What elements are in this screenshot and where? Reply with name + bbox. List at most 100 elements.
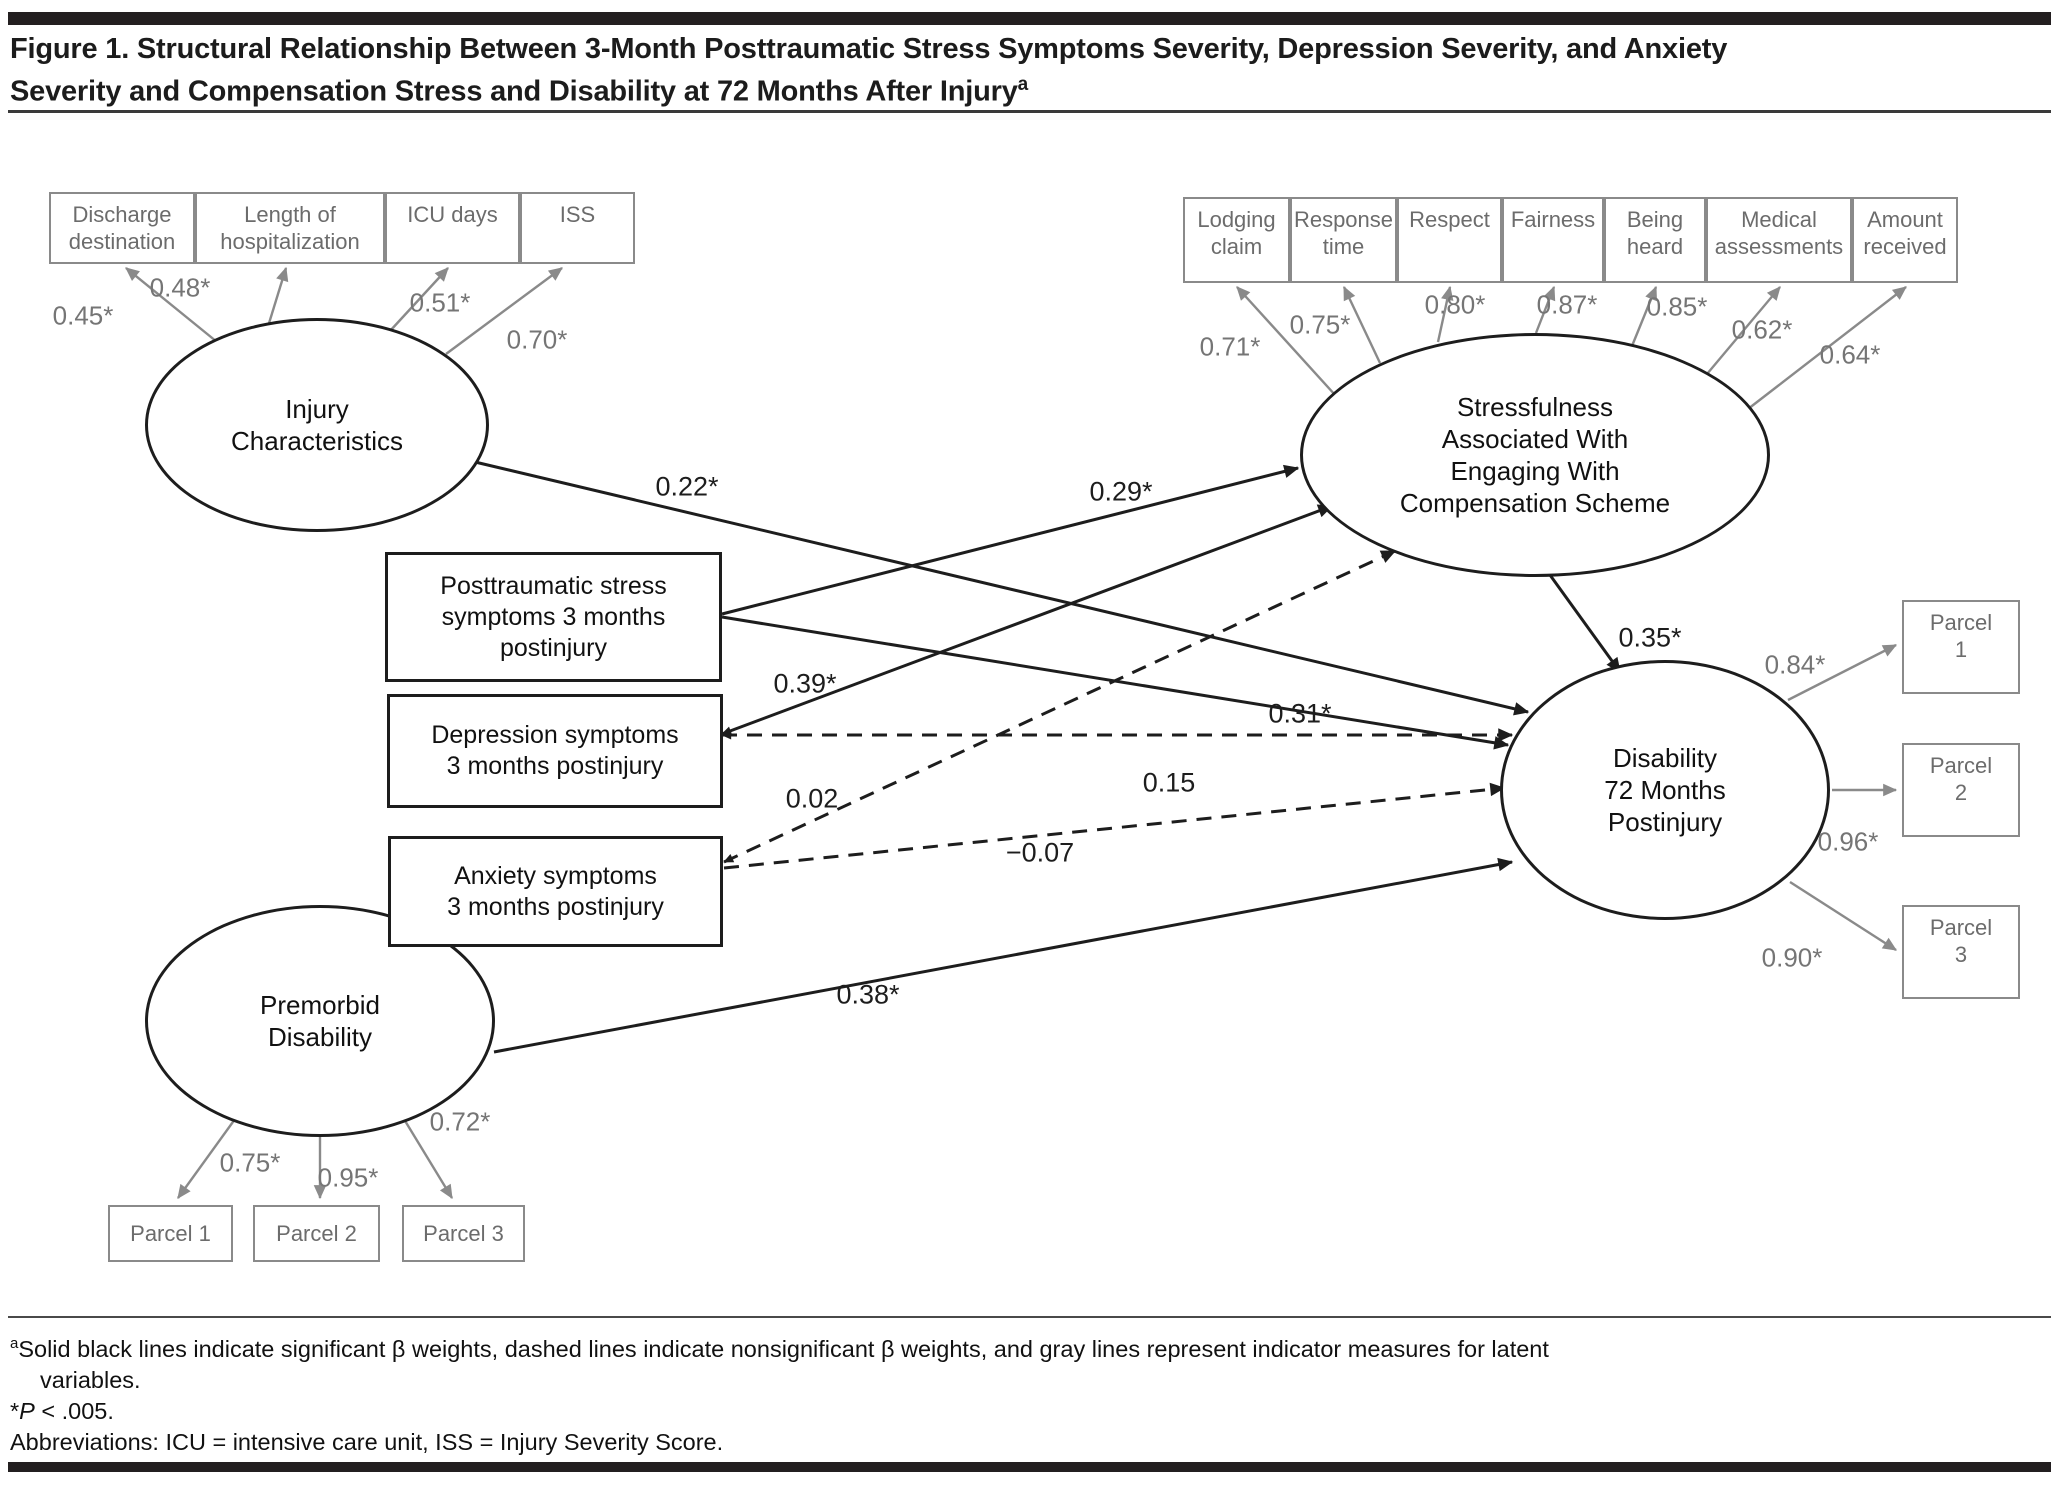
indicator-iss: ISS (520, 192, 635, 264)
loading-amount: 0.64* (1819, 339, 1881, 370)
indicator-amount-received: Amount received (1852, 197, 1958, 283)
footnote-legend-cont: variables. (40, 1366, 141, 1393)
ptsd-line3: postinjury (500, 633, 607, 662)
indicator-fairness: Fairness (1502, 197, 1604, 283)
disability-parcel2-line1: Parcel (1929, 753, 1993, 778)
discharge-line1: Discharge (72, 202, 172, 227)
depression-line1: Depression symptoms (431, 721, 679, 749)
loading-premorbid-parcel3: 0.72* (429, 1106, 491, 1137)
amount-line2: received (1863, 234, 1947, 259)
disability-parcel3-line2: 3 (1954, 942, 1968, 967)
premorbid-line2: Disability (267, 1022, 373, 1052)
significance-star: * (10, 1397, 20, 1424)
fairness-label: Fairness (1510, 207, 1596, 232)
iss-label: ISS (559, 202, 596, 227)
premorbid-parcel3-label: Parcel 3 (423, 1221, 504, 1246)
footnote-rule (8, 1316, 2051, 1318)
coef-depression-disability: 0.15 (1142, 767, 1196, 798)
arrow-stress-to-lodging (1236, 286, 1337, 397)
coef-ptsd-stressfulness: 0.29* (1089, 476, 1153, 507)
depression-line2: 3 months postinjury (446, 752, 664, 780)
figure-title-line2: Severity and Compensation Stress and Dis… (10, 67, 2050, 110)
box-anxiety-3-months: Anxiety symptoms 3 months postinjury (388, 836, 723, 947)
loading-discharge: 0.45* (52, 300, 114, 331)
length-line1: Length of (244, 202, 336, 227)
arrow-stress-to-respect (1436, 285, 1454, 343)
loading-being-heard: 0.85* (1646, 291, 1708, 322)
disability-line3: Postinjury (1607, 807, 1723, 837)
icu-days-label: ICU days (407, 202, 498, 227)
indicator-disability-parcel-1: Parcel 1 (1902, 600, 2020, 694)
medical-line1: Medical (1741, 207, 1817, 232)
footnote-significance: *P < .005. (10, 1396, 2050, 1427)
premorbid-line1: Premorbid (260, 990, 380, 1020)
structural-paths-group (474, 460, 1622, 1054)
disability-parcel1-line2: 1 (1954, 637, 1968, 662)
loading-disability-parcel1: 0.84* (1764, 649, 1826, 680)
arrow-stress-to-being-heard (1630, 285, 1658, 347)
arrow-premorbid-to-parcel1 (177, 1107, 244, 1199)
arrow-injury-to-icu (389, 267, 449, 332)
indicator-disability-parcel-2: Parcel 2 (1902, 743, 2020, 837)
coef-depression-stressfulness: 0.39* (773, 668, 837, 699)
significance-p: P (19, 1397, 35, 1424)
box-ptsd-3-months: Posttraumatic stress symptoms 3 months p… (385, 552, 722, 682)
coef-stressfulness-disability: 0.35* (1618, 622, 1682, 653)
disability-parcel2-line2: 2 (1954, 780, 1968, 805)
amount-line1: Amount (1867, 207, 1943, 232)
arrow-stress-to-amount (1747, 286, 1907, 410)
lodging-line2: claim (1210, 234, 1263, 259)
ptsd-line2: symptoms 3 months (441, 602, 666, 631)
path-stressfulness-to-disability (1548, 574, 1622, 674)
loading-disability-parcel3: 0.90* (1761, 942, 1823, 973)
discharge-line2: destination (68, 229, 176, 254)
length-line2: hospitalization (220, 229, 360, 254)
loading-icu: 0.51* (409, 287, 471, 318)
disability-line2: 72 Months (1604, 775, 1726, 805)
loading-response: 0.75* (1289, 309, 1351, 340)
indicator-lodging-claim: Lodging claim (1183, 197, 1290, 283)
arrow-stress-to-fairness (1534, 285, 1556, 334)
indicator-response-time: Response time (1290, 197, 1397, 283)
indicator-medical-assessments: Medical assessments (1706, 197, 1852, 283)
indicator-premorbid-parcel-3: Parcel 3 (402, 1205, 525, 1262)
stressfulness-line4: Compensation Scheme (1399, 488, 1671, 518)
being-heard-line2: heard (1626, 234, 1684, 259)
arrow-disability-to-parcel1 (1787, 643, 1898, 702)
indicator-being-heard: Being heard (1604, 197, 1706, 283)
figure-title-line2-text: Severity and Compensation Stress and Dis… (10, 75, 1018, 108)
coef-injury-disability: 0.22* (655, 471, 719, 502)
loading-lodging: 0.71* (1199, 331, 1261, 362)
arrow-stress-to-medical (1706, 286, 1781, 375)
arrow-stress-to-response (1342, 285, 1382, 364)
figure-title-line1: Figure 1. Structural Relationship Betwee… (10, 33, 1728, 65)
loading-length: 0.48* (149, 272, 211, 303)
coef-premorbid-disability: 0.38* (836, 979, 900, 1010)
box-depression-3-months: Depression symptoms 3 months postinjury (387, 694, 723, 808)
footnote-marker: a (10, 1335, 19, 1352)
anxiety-line1: Anxiety symptoms (454, 861, 657, 890)
path-depression-to-stressfulness (721, 504, 1334, 736)
figure-title-footnote-marker: a (1017, 74, 1029, 95)
top-rule-thick (8, 12, 2051, 25)
indicator-premorbid-parcel-1: Parcel 1 (108, 1205, 233, 1262)
coef-anxiety-disability: −0.07 (1005, 837, 1075, 868)
response-line2: time (1322, 234, 1365, 259)
injury-characteristics-line2: Characteristics (231, 426, 403, 456)
ptsd-line1: Posttraumatic stress (440, 571, 667, 600)
loading-premorbid-parcel2: 0.95* (317, 1162, 379, 1193)
disability-line1: Disability (1612, 743, 1718, 773)
premorbid-parcel2-label: Parcel 2 (276, 1221, 357, 1246)
path-anxiety-to-disability-dashed (723, 782, 1506, 870)
latent-disability-72-months: Disability 72 Months Postinjury (1500, 660, 1830, 920)
bottom-rule-thick (8, 1462, 2051, 1472)
injury-characteristics-line1: Injury (285, 394, 349, 424)
significance-threshold: < .005. (34, 1397, 114, 1424)
anxiety-line2: 3 months postinjury (447, 892, 664, 921)
loading-disability-parcel2: 0.96* (1817, 826, 1879, 857)
latent-stressfulness-compensation: Stressfulness Associated With Engaging W… (1300, 333, 1770, 577)
loading-respect: 0.80* (1424, 289, 1486, 320)
loading-iss: 0.70* (506, 324, 568, 355)
